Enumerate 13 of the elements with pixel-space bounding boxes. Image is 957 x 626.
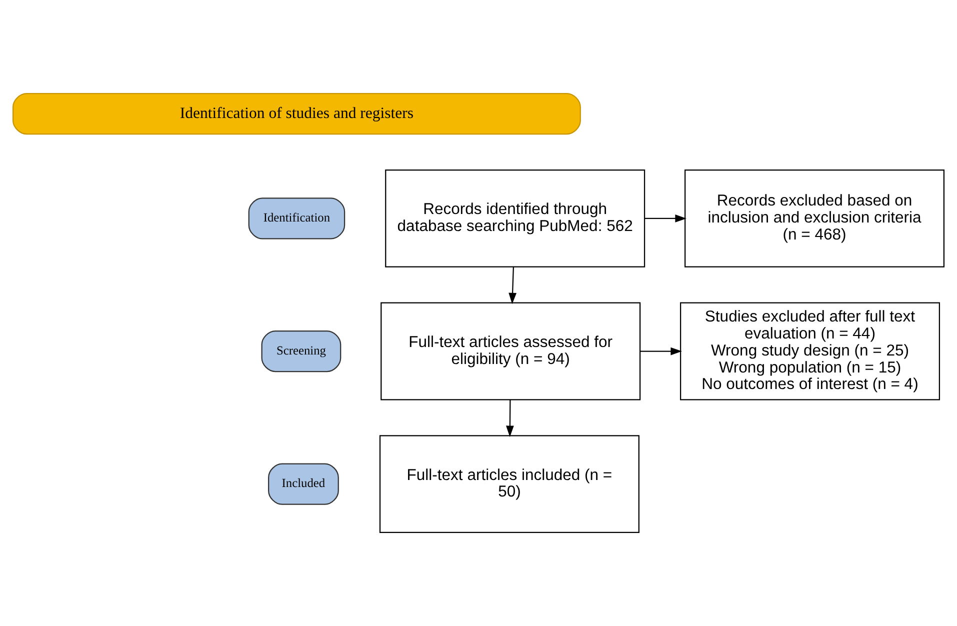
node-box: Identification [248,198,346,240]
node-box: Studies excluded after full text evaluation (n = 44) Wrong study design (n = 25) Wrong population (n = 15) No outcomes of interest (n = 4) [680,302,940,400]
arrow [508,267,516,304]
node-box: Identification of studies and registers [12,92,581,135]
arrow [506,400,514,437]
arrow [644,214,686,222]
arrow [640,347,682,356]
node-box: Screening [261,330,342,372]
node-box: Full-text articles assessed for eligibility (n = 94) [380,302,641,400]
node-box: Included [268,463,339,505]
node-box: Full-text articles included (n = 50) [379,435,640,534]
node-box: Records identified through database searching PubMed: 562 [385,169,646,268]
node-box: Records excluded based on inclusion and exclusion criteria (n = 468) [684,169,944,268]
